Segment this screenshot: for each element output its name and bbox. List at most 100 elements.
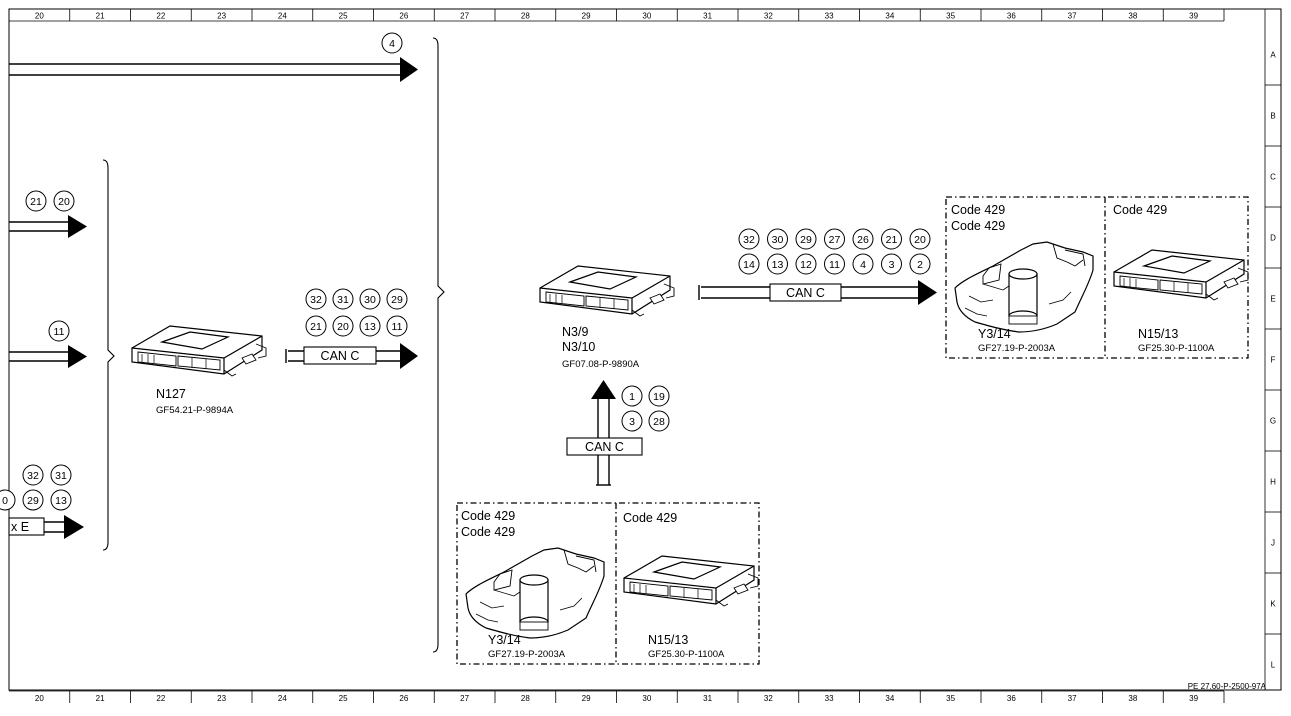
signal-number: 31 <box>337 294 349 306</box>
can-bus-right: CAN C <box>698 280 937 305</box>
grid-row-label: E <box>1270 295 1275 304</box>
signal-marker: 20 <box>332 315 354 337</box>
grid-column-label: 28 <box>521 694 530 703</box>
signal-marker: 13 <box>767 253 788 275</box>
signal-marker: 21 <box>25 190 47 212</box>
ecu-n3-9[interactable]: N3/9 N3/10 GF07.08-P-9890A <box>539 265 675 370</box>
grid-row-label: B <box>1270 112 1275 121</box>
grid-column-label: 27 <box>460 12 469 21</box>
grid-row-label: J <box>1271 539 1275 548</box>
grid-row-label: H <box>1270 478 1276 487</box>
signal-number: 20 <box>58 196 70 208</box>
grid-column-label: 22 <box>156 12 165 21</box>
grid-row-label: G <box>1270 417 1276 426</box>
grid-column-label: 35 <box>946 12 955 21</box>
signal-marker: 11 <box>386 315 408 337</box>
signal-number: 21 <box>310 321 322 333</box>
grid-column-label: 29 <box>582 694 591 703</box>
valve-y3-14-bottom[interactable]: Code 429 Code 429 Y3/14 GF27.19-P-2003A <box>461 509 605 660</box>
signal-number: 14 <box>743 259 755 271</box>
grid-column-label: 39 <box>1189 694 1198 703</box>
signal-marker: 11 <box>824 253 845 275</box>
middle-brace <box>432 37 445 653</box>
grid-column-label: 20 <box>35 694 44 703</box>
signal-marker: 26 <box>852 228 874 250</box>
component-doc: GF25.30-P-1100A <box>648 649 725 660</box>
code-label: Code 429 <box>623 511 677 525</box>
grid-row-label: D <box>1270 234 1276 243</box>
signal-marker: 32 <box>738 228 760 250</box>
signal-marker: 2 <box>909 253 931 275</box>
signal-number: 29 <box>391 294 403 306</box>
signal-number: 13 <box>772 259 784 271</box>
signal-number: 11 <box>829 259 840 271</box>
signal-number: 31 <box>55 470 67 482</box>
component-name-1: N3/9 <box>562 325 588 339</box>
ecu-n15-13-right[interactable]: Code 429 N15/13 GF25.30-P-1100A <box>1113 203 1249 354</box>
arrow-top-left <box>9 57 418 82</box>
component-name: N15/13 <box>1138 327 1178 341</box>
signal-marker: 21 <box>305 315 327 337</box>
signal-marker: 20 <box>53 190 75 212</box>
component-name: N15/13 <box>648 633 688 647</box>
component-doc: GF07.08-P-9890A <box>562 359 640 370</box>
grid-column-label: 37 <box>1068 12 1077 21</box>
grid-column-label: 35 <box>946 694 955 703</box>
signal-marker: 13 <box>359 315 381 337</box>
signal-number: 2 <box>917 259 923 271</box>
grid-column-label: 20 <box>35 12 44 21</box>
signal-number: 21 <box>886 234 898 246</box>
grid-column-label: 31 <box>703 694 712 703</box>
signal-number: 32 <box>743 234 755 246</box>
component-doc: GF54.21-P-9894A <box>156 405 234 416</box>
grid-column-label: 31 <box>703 12 712 21</box>
reference-code: PE 27.60-P-2500-97A <box>1188 682 1267 691</box>
signal-number: 13 <box>55 495 67 507</box>
signal-marker: 21 <box>881 228 902 250</box>
grid-column-label: 22 <box>156 694 165 703</box>
signal-number: 21 <box>30 196 42 208</box>
left-brace <box>102 159 115 551</box>
grid-column-label: 32 <box>764 694 773 703</box>
component-doc: GF27.19-P-2003A <box>978 343 1056 354</box>
grid-column-label: 24 <box>278 694 287 703</box>
signal-number: 28 <box>653 416 665 428</box>
signal-marker: 11 <box>48 320 70 342</box>
grid-column-label: 28 <box>521 12 530 21</box>
grid-column-label: 21 <box>96 12 105 21</box>
signal-marker: 13 <box>50 489 72 511</box>
grid-column-label: 37 <box>1068 694 1077 703</box>
can-bus-n127: CAN C <box>285 343 418 369</box>
signal-marker: 19 <box>648 385 670 407</box>
signal-marker: 30 <box>359 288 381 310</box>
signal-marker: 30 <box>767 228 788 250</box>
grid-column-label: 30 <box>642 694 651 703</box>
signal-number: 20 <box>914 234 926 246</box>
signal-marker: 29 <box>795 228 817 250</box>
signal-marker: 12 <box>795 253 817 275</box>
grid-column-label: 26 <box>399 694 408 703</box>
ecu-n127[interactable]: N127 GF54.21-P-9894A <box>131 325 267 416</box>
grid-column-label: 34 <box>885 694 894 703</box>
grid-column-label: 23 <box>217 12 226 21</box>
signal-number: 0 <box>2 495 8 507</box>
signal-number: 32 <box>27 470 39 482</box>
signal-number: 30 <box>772 234 784 246</box>
component-name: Y3/14 <box>488 633 521 647</box>
signal-marker: 32 <box>305 288 327 310</box>
signal-number: 27 <box>829 234 841 246</box>
signal-number: 3 <box>889 259 895 271</box>
signal-marker: 28 <box>648 410 670 432</box>
grid-row-label: C <box>1270 173 1276 182</box>
arrow-row-e <box>9 345 87 368</box>
code-label-1: Code 429 <box>461 509 515 523</box>
valve-y3-14-right[interactable]: Code 429 Code 429 Y3/14 GF27.19-P-2003A <box>951 203 1094 354</box>
signal-marker: 3 <box>881 253 902 275</box>
grid-column-label: 21 <box>96 694 105 703</box>
grid-row-label: A <box>1270 51 1276 60</box>
ecu-n15-13-bottom[interactable]: Code 429 N15/13 GF25.30-P-1100A <box>623 511 759 660</box>
grid-column-label: 29 <box>582 12 591 21</box>
grid-column-label: 30 <box>642 12 651 21</box>
signal-marker: 27 <box>824 228 845 250</box>
